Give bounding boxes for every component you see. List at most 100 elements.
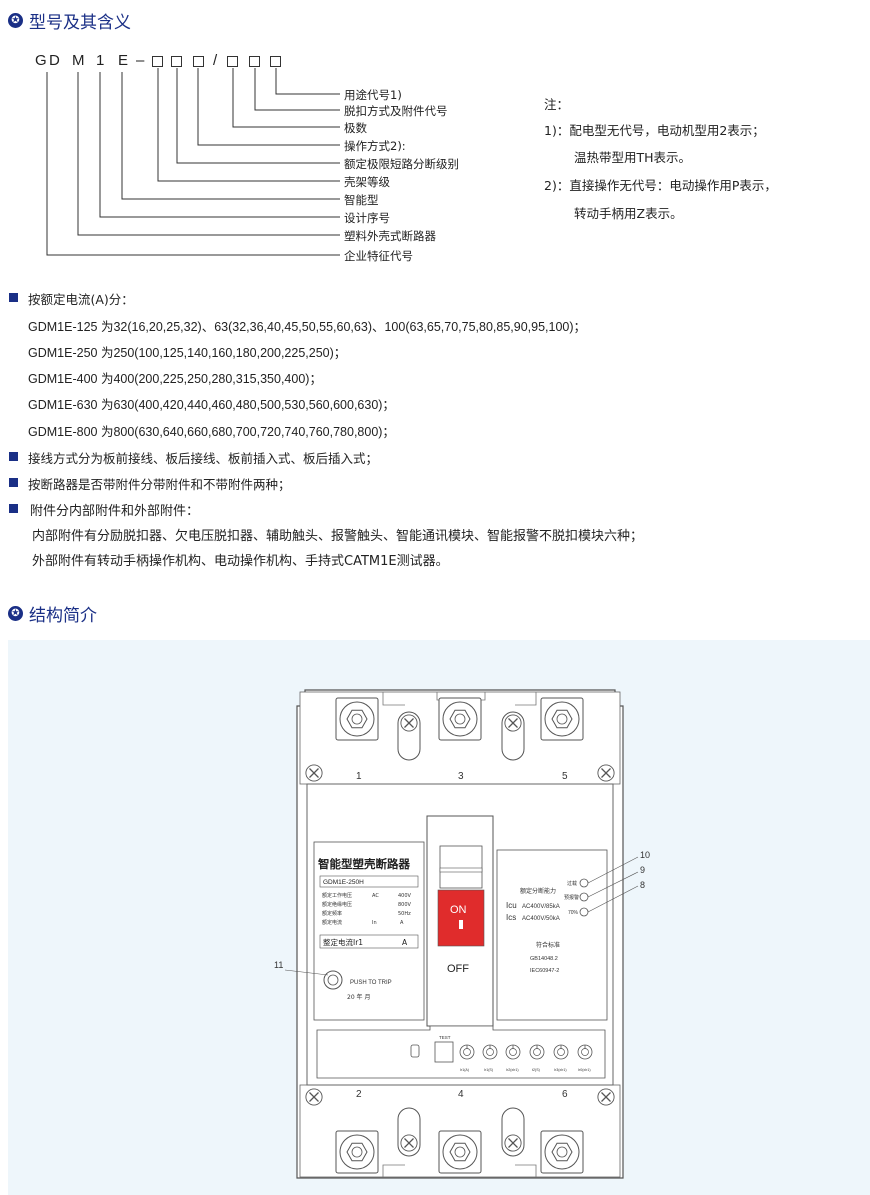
- indicator-led: [579, 907, 589, 917]
- screw-icon: [305, 1088, 323, 1106]
- spec-mid: In: [372, 920, 377, 926]
- date-label: 20 年 月: [347, 993, 370, 1001]
- off-label: OFF: [447, 963, 469, 975]
- adjust-dial-icon[interactable]: [505, 1044, 521, 1060]
- terminal-bolt-icon: [335, 1130, 379, 1174]
- section-title-model: ✪ 型号及其含义: [8, 8, 131, 33]
- code-char: –: [136, 52, 145, 69]
- screw-icon: [504, 714, 522, 732]
- indicator-label: 过载: [567, 880, 577, 887]
- dial-label: t2(S): [532, 1068, 540, 1072]
- callout-label: 额定极限短路分断级别: [344, 157, 459, 171]
- callout-label: 壳架等级: [344, 175, 390, 189]
- callout-number: 10: [640, 850, 650, 860]
- code-char: D: [49, 52, 60, 69]
- adjust-dial-icon[interactable]: [459, 1044, 475, 1060]
- screw-icon: [400, 1134, 418, 1152]
- bullet-square-icon: [9, 452, 18, 461]
- standard-item: IEC60947-2: [530, 968, 559, 974]
- screw-icon: [400, 714, 418, 732]
- indicator-label: 70%: [568, 910, 579, 916]
- terminal-number: 5: [562, 771, 568, 782]
- indicator-label: 预报警: [564, 894, 579, 901]
- note-line: 温热带型用TH表示。: [574, 150, 692, 165]
- bullet-square-icon: [9, 504, 18, 513]
- ics-label: Ics: [506, 913, 516, 922]
- current-spec: GDM1E-400 为400(200,225,250,280,315,350,4…: [28, 372, 322, 386]
- callout-label: 企业特征代号: [344, 249, 413, 263]
- standard-title: 符合标准: [536, 941, 560, 949]
- note-line: 2)：直接操作无代号：电动操作用P表示，: [544, 178, 777, 193]
- current-spec: GDM1E-125 为32(16,20,25,32)、63(32,36,40,4…: [28, 320, 587, 334]
- callout-label: 脱扣方式及附件代号: [344, 104, 448, 118]
- section-title-text: 型号及其含义: [29, 13, 131, 33]
- dial-label: Ir3(xIr1): [554, 1068, 567, 1072]
- code-box: [193, 56, 204, 67]
- indicator-led: [579, 892, 589, 902]
- dial-label: Ir0(xIr1): [578, 1068, 591, 1072]
- test-button[interactable]: [434, 1041, 454, 1063]
- accessory-heading: 附件分内部附件和外部附件：: [30, 504, 200, 519]
- code-char: M: [72, 52, 85, 69]
- dial-label: Ir1(A): [460, 1068, 469, 1072]
- terminal-number: 1: [356, 771, 362, 782]
- spec-label: 额定绝缘电压: [322, 901, 352, 908]
- terminal-number: 6: [562, 1089, 568, 1100]
- spec-mid: AC: [372, 893, 379, 899]
- callout-label: 极数: [344, 121, 367, 135]
- star-icon: ✪: [8, 13, 23, 28]
- current-heading: 按额定电流(A)分：: [28, 292, 134, 307]
- current-spec: GDM1E-800 为800(630,640,660,680,700,720,7…: [28, 425, 395, 439]
- screw-icon: [504, 1134, 522, 1152]
- icu-value: AC400V/85kA: [522, 904, 560, 910]
- toggle-handle[interactable]: [437, 889, 485, 947]
- notes-title: 注：: [544, 97, 570, 112]
- note-line: 转动手柄用Z表示。: [574, 206, 683, 221]
- code-slash: /: [213, 52, 218, 69]
- section-title-text: 结构简介: [29, 606, 97, 626]
- bullet-square-icon: [9, 478, 18, 487]
- indicator-led: [579, 878, 589, 888]
- code-box: [227, 56, 238, 67]
- setting-unit: A: [402, 938, 408, 947]
- code-box: [152, 56, 163, 67]
- note-line: 1)：配电型无代号，电动机型用2表示；: [544, 123, 765, 138]
- breaker-diagram: 1 3 5 2 4 6 智能型塑壳断路器 GDM1E-250H 额定工作电压 A…: [274, 689, 650, 1179]
- callout-label: 设计序号: [344, 211, 390, 225]
- terminal-number: 3: [458, 771, 464, 782]
- callout-number: 9: [640, 865, 645, 875]
- on-label: ON: [450, 904, 467, 916]
- nameplate-title: 智能型塑壳断路器: [318, 857, 410, 871]
- test-label: TEST: [439, 1035, 451, 1040]
- spec-label: 额定频率: [322, 910, 342, 917]
- terminal-bolt-icon: [540, 1130, 584, 1174]
- spec-val: A: [400, 920, 404, 926]
- adjust-dial-icon[interactable]: [553, 1044, 569, 1060]
- wiring-text: 接线方式分为板前接线、板后接线、板前插入式、板后插入式；: [28, 451, 379, 466]
- callout-label: 智能型: [344, 193, 379, 207]
- ics-value: AC400V/50kA: [522, 916, 560, 922]
- spec-val: 800V: [398, 902, 412, 908]
- dial-label: Ir2(xIr1): [506, 1068, 519, 1072]
- code-box: [249, 56, 260, 67]
- adjust-dial-icon[interactable]: [482, 1044, 498, 1060]
- terminal-bolt-icon: [540, 697, 584, 741]
- icu-label: Icu: [506, 901, 517, 910]
- standard-item: GB14048.2: [530, 956, 558, 962]
- spec-val: 400V: [398, 893, 412, 899]
- current-spec: GDM1E-630 为630(400,420,440,460,480,500,5…: [28, 398, 395, 412]
- code-char: 1: [96, 52, 105, 69]
- adjust-dial-icon[interactable]: [577, 1044, 593, 1060]
- setting-label: 整定电流Ir1: [323, 937, 363, 947]
- bullet-square-icon: [9, 293, 18, 302]
- terminal-bolt-icon: [438, 697, 482, 741]
- terminal-bolt-icon: [335, 697, 379, 741]
- dial-label: Ir1(S): [484, 1068, 493, 1072]
- star-icon: ✪: [8, 606, 23, 621]
- spec-label: 额定电流: [322, 919, 342, 926]
- screw-icon: [305, 764, 323, 782]
- current-spec: GDM1E-250 为250(100,125,140,160,180,200,2…: [28, 346, 347, 360]
- adjust-dial-icon[interactable]: [529, 1044, 545, 1060]
- callout-number: 8: [640, 880, 645, 890]
- breaking-capacity-title: 额定分断能力: [520, 887, 556, 895]
